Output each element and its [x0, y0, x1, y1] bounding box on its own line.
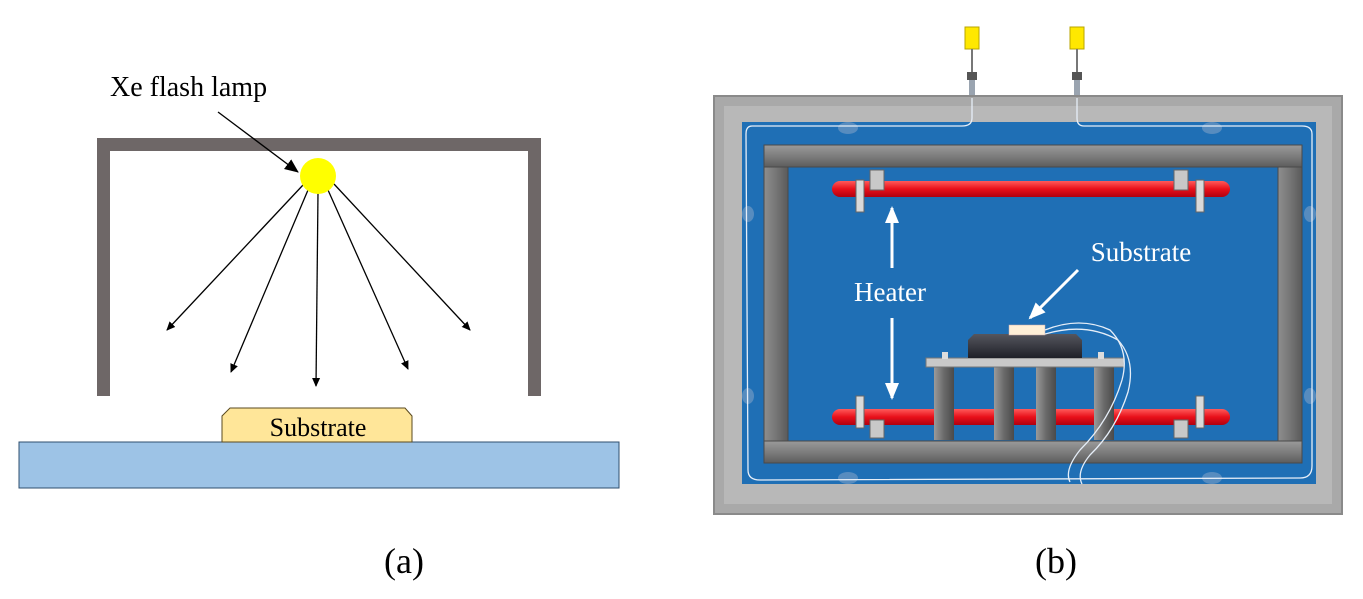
light-ray — [230, 189, 309, 373]
sample-stage — [925, 324, 1125, 440]
panel-b: Heater Substrate (b) — [713, 26, 1343, 581]
feedthrough-connector — [964, 26, 980, 98]
caption-b: (b) — [1035, 541, 1077, 581]
substrate-sample — [1008, 324, 1046, 336]
substrate-block — [221, 407, 413, 443]
thermocouple-wires — [745, 98, 1313, 485]
inner-frame — [763, 144, 1303, 464]
lamp-pointer-arrow — [217, 111, 299, 173]
heater-bottom — [832, 395, 1230, 439]
lamp-label: Xe flash lamp — [110, 72, 267, 103]
light-ray — [166, 184, 304, 331]
light-rays — [166, 183, 471, 387]
light-ray — [327, 189, 409, 370]
chamber-interior — [742, 122, 1316, 484]
xe-flash-lamp — [300, 158, 336, 194]
chamber-bolts — [742, 122, 1316, 484]
light-ray — [312, 191, 321, 387]
substrate-label-b: Substrate — [1091, 237, 1192, 267]
caption-a: (a) — [384, 541, 424, 581]
panel-a: Xe flash lamp Substrate (a) — [18, 72, 620, 581]
substrate-label-a: Substrate — [270, 413, 367, 442]
feedthrough-connector — [1069, 26, 1085, 98]
stage — [18, 441, 620, 489]
heater-top — [832, 169, 1230, 213]
heater-label: Heater — [854, 277, 926, 307]
light-ray — [333, 183, 471, 331]
substrate-arrow — [1028, 268, 1080, 320]
